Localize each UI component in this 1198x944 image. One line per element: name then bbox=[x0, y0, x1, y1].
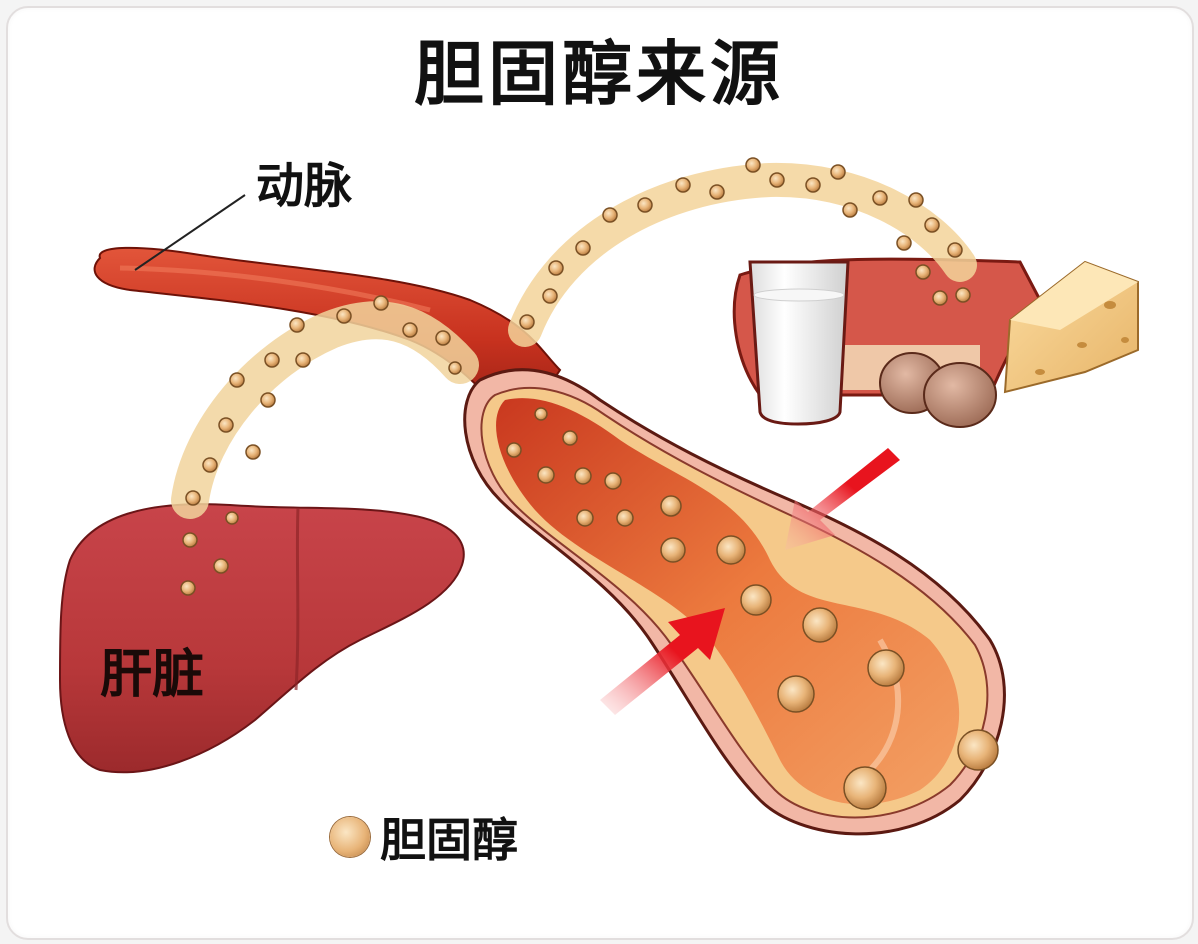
cholesterol-particles bbox=[180, 157, 999, 810]
food-sources bbox=[732, 257, 1139, 428]
legend-label: 胆固醇 bbox=[380, 813, 518, 867]
artery-leader-line bbox=[134, 194, 246, 271]
page-title: 胆固醇来源 bbox=[414, 32, 784, 115]
egg-icon bbox=[923, 362, 997, 428]
artery-cross-section bbox=[463, 368, 1006, 836]
arrow-lower bbox=[600, 608, 725, 715]
liver-to-artery-flow bbox=[171, 301, 479, 519]
legend: 胆固醇 bbox=[330, 804, 518, 870]
narrowing-arrows bbox=[600, 448, 900, 715]
artery-label: 动脉 bbox=[256, 158, 353, 214]
liver-label: 肝脏 bbox=[100, 644, 205, 705]
liver bbox=[58, 503, 465, 774]
arrow-upper bbox=[785, 448, 900, 550]
cholesterol-particle-icon bbox=[330, 817, 370, 857]
milk-glass-icon bbox=[748, 260, 850, 426]
